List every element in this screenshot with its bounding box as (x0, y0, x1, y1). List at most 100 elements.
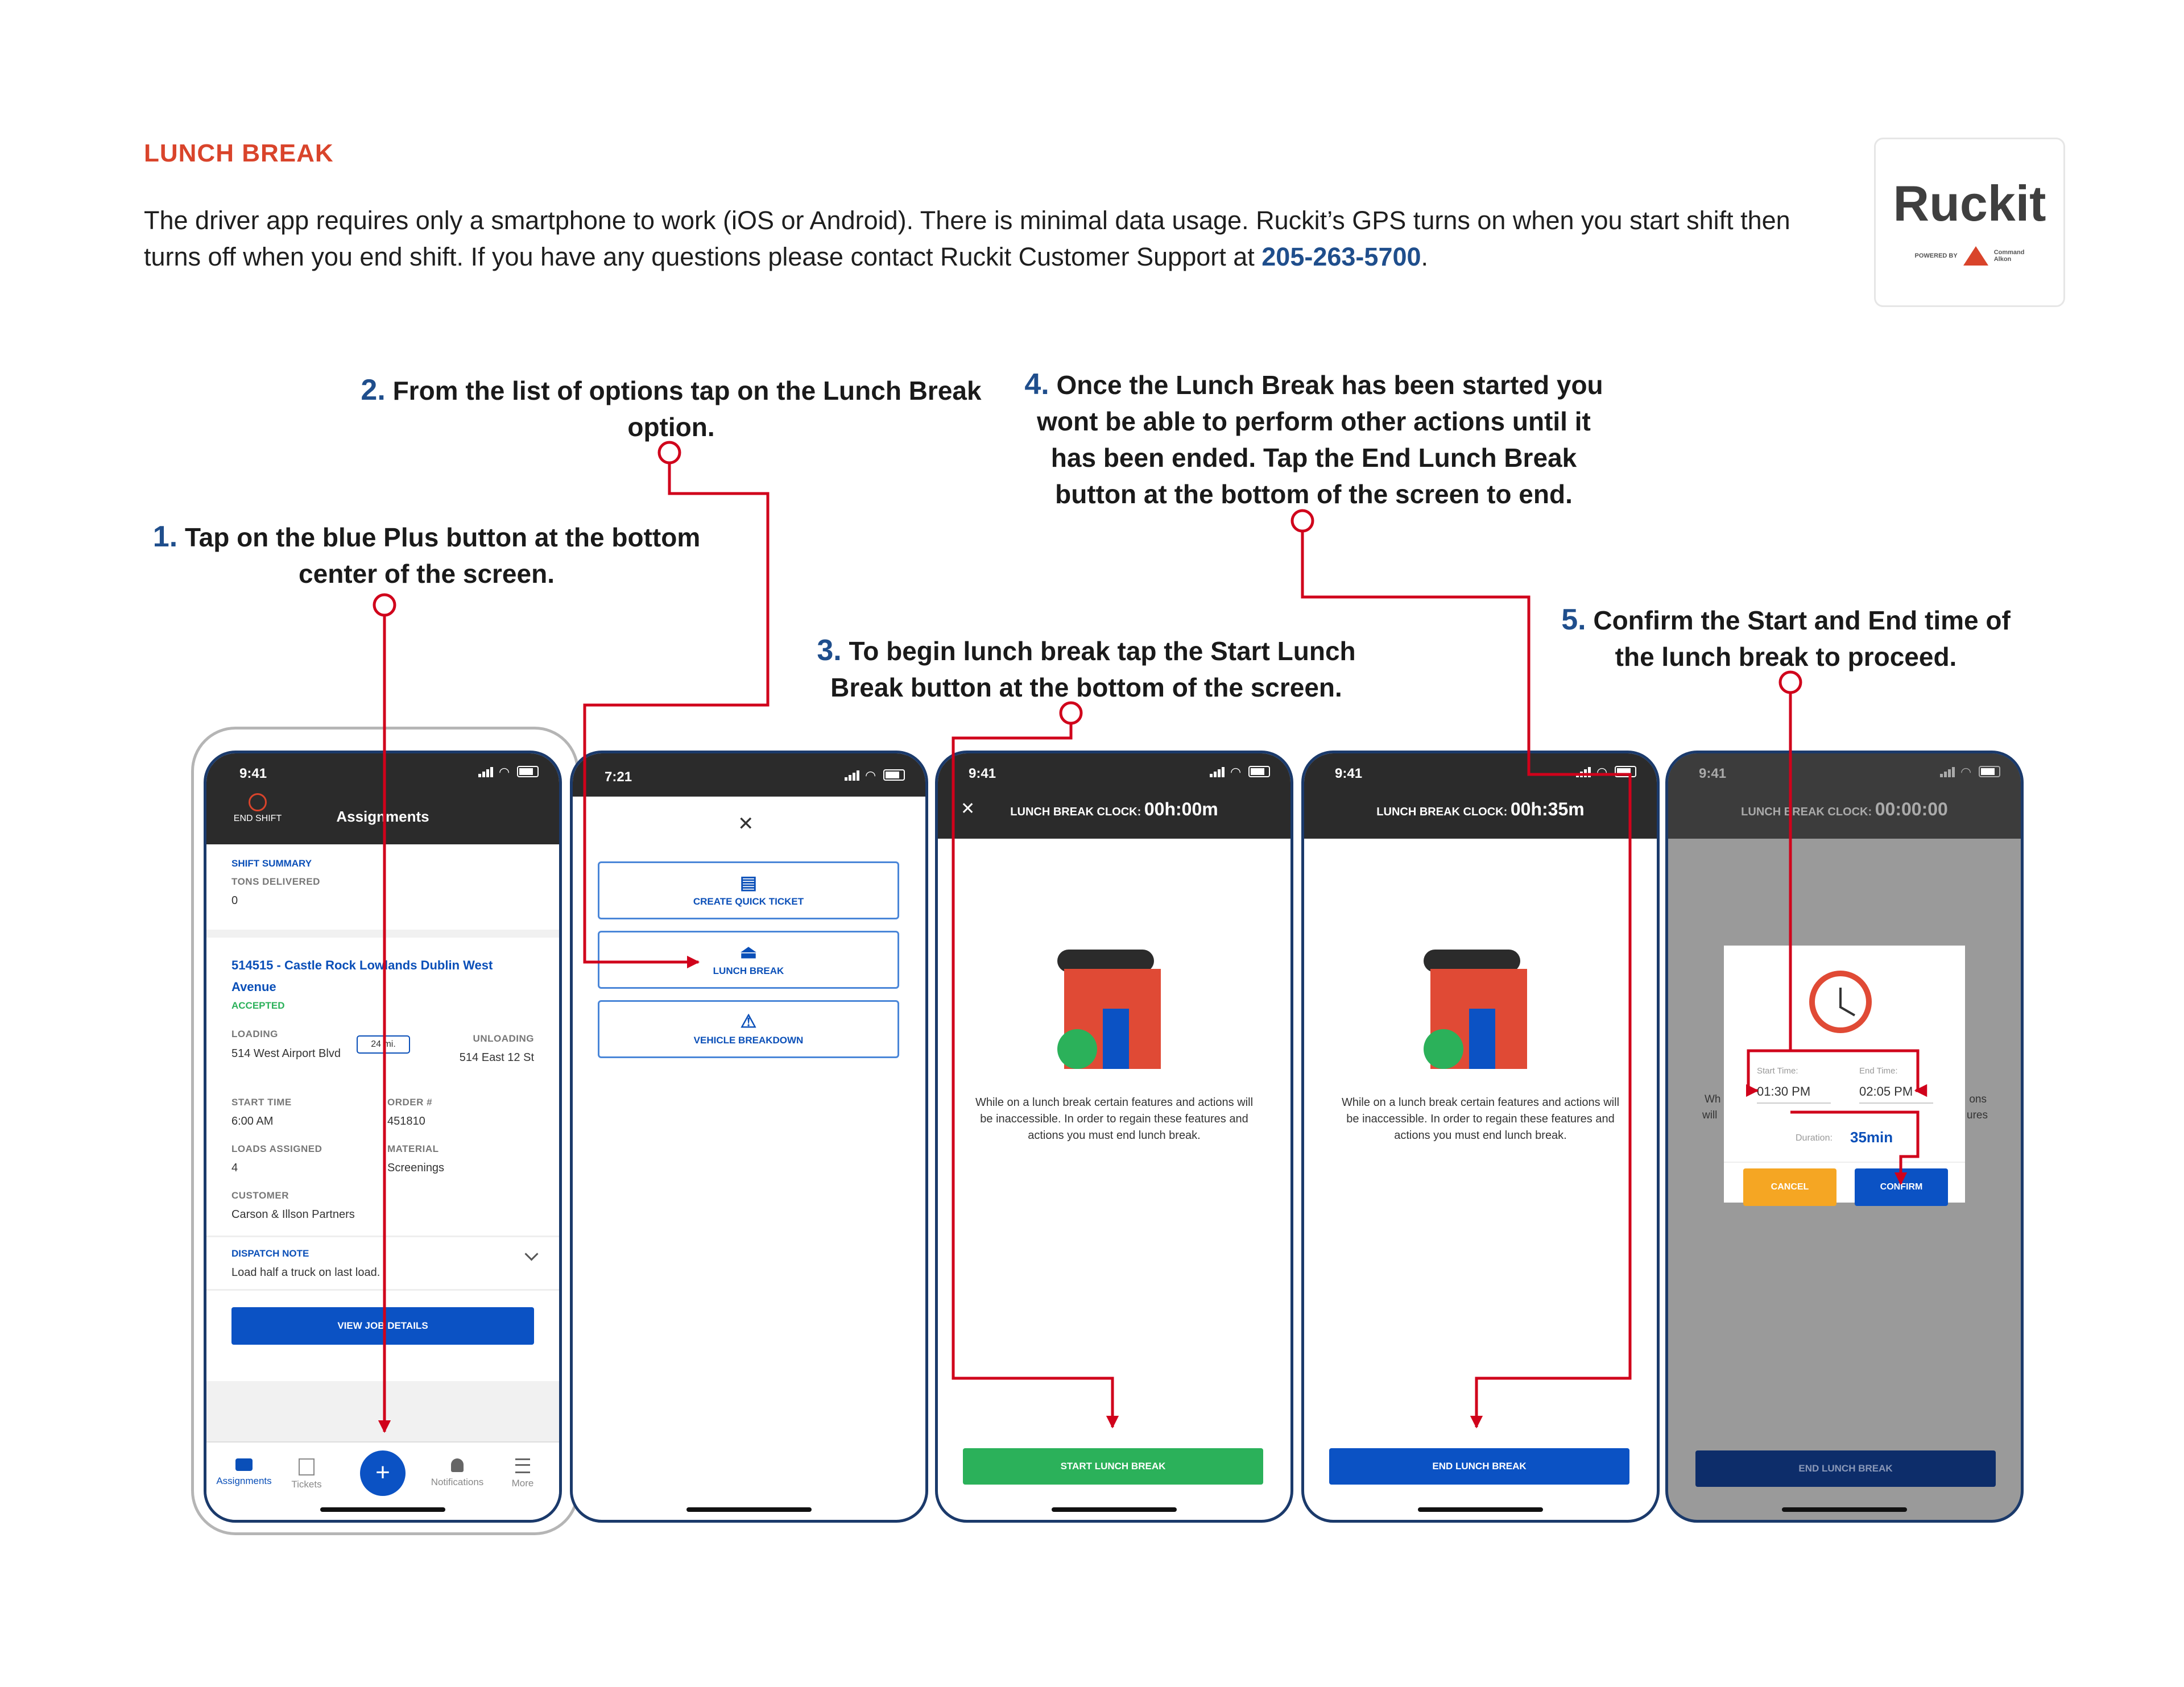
nav-tickets[interactable]: Tickets (278, 1458, 335, 1490)
phone-screen-options: 7:21 ◠ ✕ ▤CREATE QUICK TICKET ⏏ LUNCH BRE… (570, 751, 928, 1523)
lunch-break-clock: LUNCH BREAK CLOCK: 00h:00m (938, 799, 1290, 820)
material-value: Screenings (387, 1162, 445, 1174)
powered-by-label: POWERED BY (1914, 252, 1958, 259)
start-time-input[interactable]: 01:30 PM (1757, 1084, 1831, 1104)
cloche-icon: ⏏ (739, 942, 758, 962)
divider (206, 1236, 559, 1237)
battery-icon (517, 766, 539, 777)
end-shift-label: END SHIFT (233, 814, 282, 823)
step-3-number: 3. (817, 634, 842, 667)
customer-value: Carson & Illson Partners (231, 1208, 355, 1221)
close-icon[interactable]: ✕ (738, 813, 754, 835)
intro-text: The driver app requires only a smartphon… (144, 202, 1793, 275)
background-text-fragment: will (1702, 1109, 1718, 1121)
nav-more-label: More (511, 1478, 534, 1489)
clock-label: LUNCH BREAK CLOCK: (1010, 806, 1144, 818)
page-title: LUNCH BREAK (144, 139, 334, 167)
clock-label: LUNCH BREAK CLOCK: (1376, 806, 1511, 818)
menu-icon (515, 1458, 530, 1473)
divider (206, 1289, 559, 1291)
step-1-caption: 1. Tap on the blue Plus button at the bo… (131, 519, 722, 592)
create-quick-ticket-button[interactable]: ▤CREATE QUICK TICKET (598, 861, 899, 919)
nav-assignments[interactable]: Assignments (210, 1458, 278, 1487)
step-5-text: Confirm the Start and End time of the lu… (1593, 606, 2011, 672)
partner-line2: Alkon (1993, 256, 2012, 263)
lunch-break-message: While on a lunch break certain features … (975, 1096, 1254, 1142)
background-text-fragment: ons (1969, 1093, 1987, 1105)
unloading-value: 514 East 12 St (459, 1051, 534, 1064)
end-lunch-break-button[interactable]: END LUNCH BREAK (1329, 1448, 1629, 1485)
end-time-input[interactable]: 02:05 PM (1859, 1084, 1933, 1104)
nav-more[interactable]: More (494, 1458, 551, 1489)
status-time: 9:41 (239, 766, 267, 781)
lunch-illustration (1424, 950, 1537, 1069)
distance-badge: 24 mi. (357, 1035, 410, 1054)
wifi-icon: ◠ (1596, 765, 1608, 779)
order-label: ORDER # (387, 1097, 433, 1108)
ticket-icon: ▤ (739, 872, 758, 893)
step-5-number: 5. (1561, 603, 1586, 636)
clock-value: 00:00:00 (1875, 799, 1948, 819)
status-icons: ◠ (1210, 766, 1270, 778)
chevron-down-icon[interactable] (524, 1247, 539, 1261)
home-indicator (1418, 1507, 1543, 1512)
signal-icon (845, 770, 861, 781)
end-time-label: End Time: (1859, 1066, 1898, 1076)
status-time: 9:41 (1335, 766, 1363, 781)
confirm-button[interactable]: CONFIRM (1855, 1168, 1948, 1206)
start-time-label: Start Time: (1757, 1066, 1798, 1076)
screen-title: Assignments (336, 808, 429, 825)
assignments-content: SHIFT SUMMARY TONS DELIVERED 0 514515 - … (206, 844, 559, 1441)
job-title[interactable]: 514515 - Castle Rock Lowlands Dublin Wes… (231, 958, 493, 994)
job-card[interactable]: 514515 - Castle Rock Lowlands Dublin Wes… (206, 938, 559, 1381)
start-lunch-break-button[interactable]: START LUNCH BREAK (963, 1448, 1263, 1485)
shift-summary-card: SHIFT SUMMARY TONS DELIVERED 0 (206, 844, 559, 930)
status-time: 9:41 (1699, 766, 1727, 781)
marker-step-3 (1059, 701, 1083, 725)
battery-icon (883, 769, 905, 781)
warning-icon: ⚠ (740, 1011, 757, 1031)
view-job-details-button[interactable]: VIEW JOB DETAILS (231, 1307, 534, 1345)
lunch-break-clock: LUNCH BREAK CLOCK: 00h:35m (1304, 799, 1657, 820)
order-value: 451810 (387, 1115, 425, 1128)
nav-notifications-label: Notifications (431, 1477, 484, 1487)
cancel-button[interactable]: CANCEL (1743, 1168, 1836, 1206)
step-4-caption: 4. Once the Lunch Break has been started… (1012, 366, 1615, 512)
step-2-caption: 2. From the list of options tap on the L… (353, 372, 990, 445)
clock-label: LUNCH BREAK CLOCK: (1741, 806, 1875, 818)
start-time-value: 6:00 AM (231, 1115, 274, 1128)
plus-button[interactable]: + (360, 1450, 406, 1496)
nav-notifications[interactable]: Notifications (420, 1458, 494, 1488)
end-lunch-break-button: END LUNCH BREAK (1695, 1450, 1996, 1487)
step-1-number: 1. (152, 520, 178, 553)
status-and-header-bar: 9:41 ◠ LUNCH BREAK CLOCK: 00h:35m (1304, 753, 1657, 839)
nav-tickets-label: Tickets (291, 1479, 322, 1490)
status-and-header-bar: 9:41 ◠ LUNCH BREAK CLOCK: 00:00:00 (1668, 753, 2021, 839)
phone-screen-confirm: 9:41 ◠ LUNCH BREAK CLOCK: 00:00:00 Wh wi… (1665, 751, 2024, 1523)
status-bar: 7:21 ◠ (573, 753, 925, 797)
job-status-badge: ACCEPTED (231, 1000, 285, 1011)
divider (1724, 1162, 1965, 1163)
lunch-break-button[interactable]: ⏏ LUNCH BREAK (598, 931, 899, 989)
lunch-break-message: While on a lunch break certain features … (1341, 1096, 1620, 1142)
status-icons: ◠ (1940, 766, 2000, 778)
end-shift-button[interactable]: END SHIFT (229, 793, 286, 824)
marker-step-5 (1778, 670, 1802, 694)
vehicle-breakdown-button[interactable]: ⚠VEHICLE BREAKDOWN (598, 1000, 899, 1058)
partner-line1: Command (1993, 249, 2025, 256)
home-indicator (320, 1507, 445, 1512)
tickets-icon (299, 1458, 315, 1475)
lunch-break-label: LUNCH BREAK (713, 965, 784, 976)
step-3-caption: 3. To begin lunch break tap the Start Lu… (802, 632, 1371, 706)
signal-icon (1940, 767, 1956, 777)
duration-value: 35min (1850, 1129, 1893, 1146)
logo-word: Ruckit (1893, 175, 2046, 231)
clock-value: 00h:00m (1144, 799, 1218, 819)
duration-label: Duration: (1796, 1133, 1833, 1143)
tons-label: TONS DELIVERED (231, 876, 320, 887)
lunch-break-clock: LUNCH BREAK CLOCK: 00:00:00 (1668, 799, 2021, 820)
unloading-label: UNLOADING (473, 1033, 534, 1044)
step-4-text: Once the Lunch Break has been started yo… (1037, 370, 1603, 509)
signal-icon (1576, 767, 1592, 777)
